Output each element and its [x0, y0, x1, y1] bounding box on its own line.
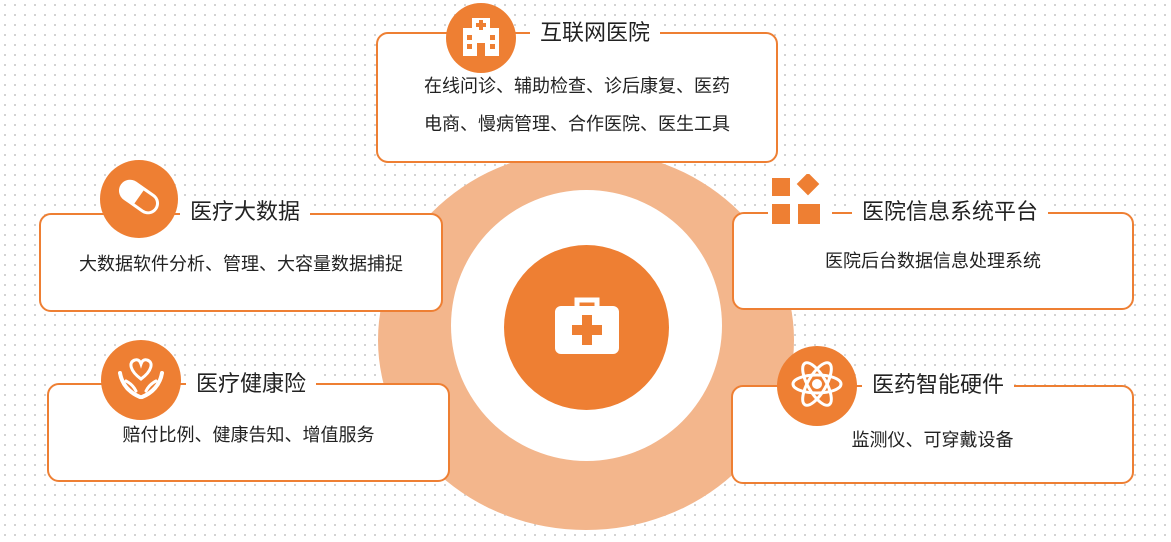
big-data-card	[39, 213, 443, 312]
center-circle	[504, 245, 669, 410]
hands-heart-icon	[116, 355, 166, 405]
hardware-desc: 监测仪、可穿戴设备	[851, 430, 1014, 451]
internet-hospital-badge	[446, 3, 516, 73]
his-title: 医院信息系统平台	[852, 200, 1049, 226]
capsule-icon	[114, 172, 164, 226]
big-data-title: 医疗大数据	[180, 200, 311, 226]
atom-icon	[790, 357, 844, 415]
internet-hospital-desc-line2: 电商、慢病管理、合作医院、医生工具	[424, 114, 730, 135]
big-data-desc: 大数据软件分析、管理、大容量数据捕捉	[79, 254, 403, 275]
his-desc: 医院后台数据信息处理系统	[825, 251, 1041, 272]
insurance-badge	[101, 340, 181, 420]
hospital-building-icon	[459, 16, 503, 60]
his-badge	[768, 170, 832, 234]
insurance-desc: 赔付比例、健康告知、增值服务	[122, 425, 375, 446]
hardware-badge	[777, 346, 857, 426]
hardware-title: 医药智能硬件	[862, 373, 1015, 399]
internet-hospital-title: 互联网医院	[530, 21, 661, 47]
medical-kit-icon	[553, 296, 621, 360]
big-data-badge	[100, 160, 178, 238]
internet-hospital-desc-line1: 在线问诊、辅助检查、诊后康复、医药	[424, 76, 730, 97]
insurance-title: 医疗健康险	[186, 372, 317, 398]
